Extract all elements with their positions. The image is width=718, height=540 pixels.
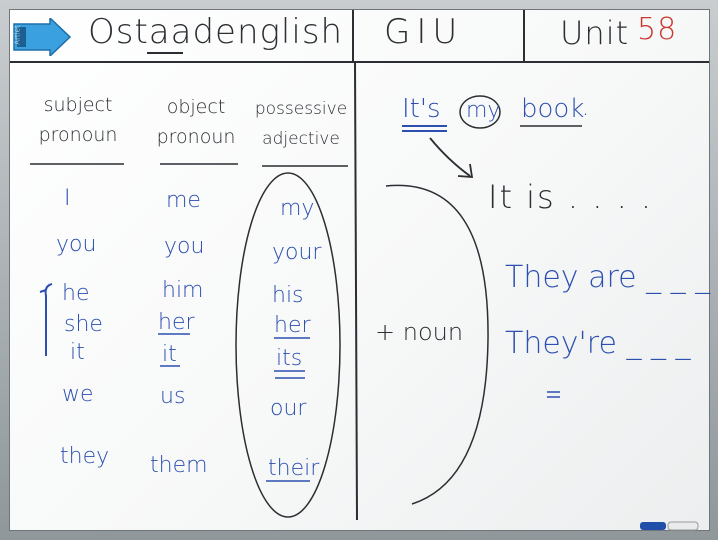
theyre: They're _ _ _ [505,326,691,361]
plus-noun: + noun [375,318,464,346]
cell-object-6: us [160,384,186,409]
cell-subject-4: she [64,312,103,337]
whiteboard [9,9,710,531]
cell-subject-6: we [62,382,94,407]
cell-subject-1: I [64,186,71,211]
cell-possessive-3: his [272,283,304,308]
bracket [39,283,53,356]
cell-object-2: you [164,234,205,259]
unit-number: 58 [637,12,678,47]
magnet-label: Artlet [13,25,22,45]
cell-possessive-2: your [272,240,322,265]
cell-object-5: it [162,342,177,367]
example-its: It's [402,94,441,124]
header-center: GIU [384,12,464,52]
cell-possessive-5: its [276,346,303,371]
they-are: They are _ _ _ [505,260,711,295]
center-divider [354,61,358,521]
possessive-oval [235,172,341,518]
cell-object-4: her [158,310,195,335]
example-my: my [466,98,501,123]
cell-possessive-1: my [280,196,315,221]
cell-subject-7: they [60,444,110,469]
magnet-arrow-icon [13,18,72,56]
cell-possessive-4: her [274,313,311,338]
cell-possessive-6: our [270,396,307,421]
cell-subject-2: you [56,232,97,257]
cell-object-3: him [162,278,204,303]
cell-subject-3: he [62,281,90,306]
expansion-it-is: It is . . . . [488,178,654,216]
brand-title: Ostaadenglish [88,12,344,52]
marker-icon [640,521,699,531]
example-book: book [521,94,585,124]
cell-object-1: me [166,188,201,213]
arc [385,184,489,505]
unit-label: Unit [560,14,630,52]
cell-object-7: them [150,453,208,478]
cell-possessive-7: their [268,456,320,481]
cell-subject-5: it [70,340,85,365]
example-period: . [582,96,589,121]
